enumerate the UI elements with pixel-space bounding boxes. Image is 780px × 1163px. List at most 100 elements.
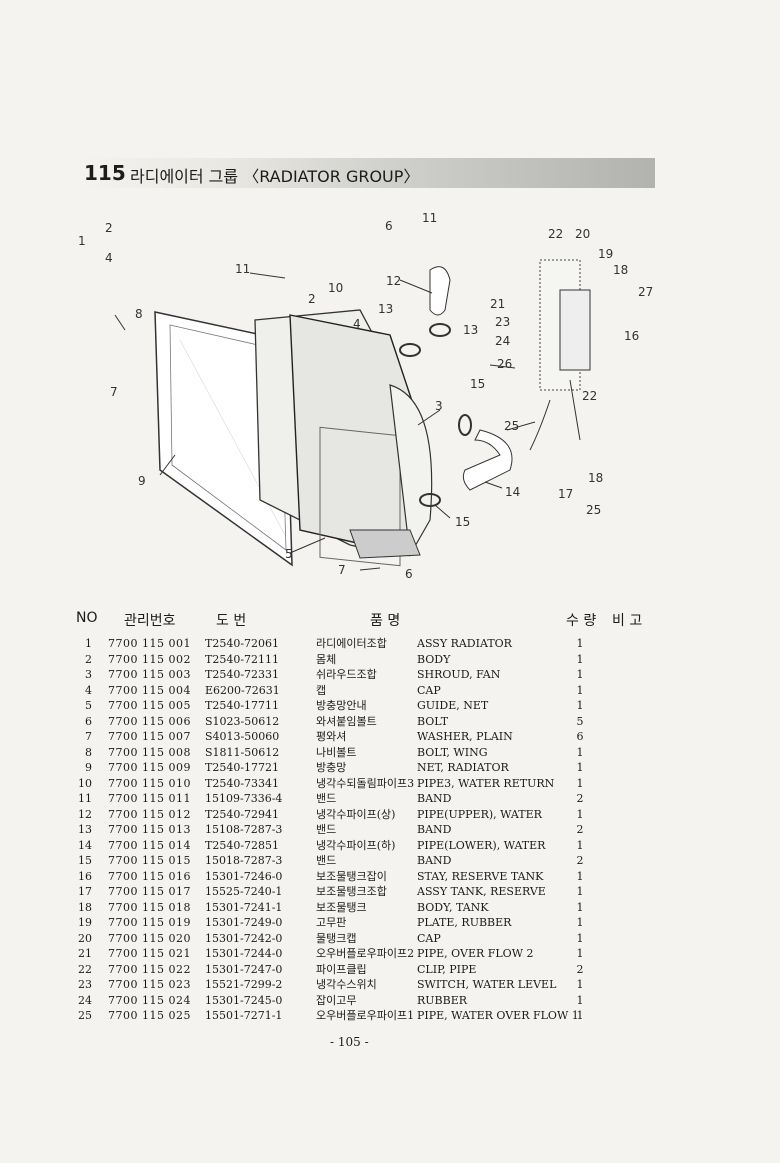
row-code: 7700 115 021 (108, 947, 191, 960)
row-part: T2540-17721 (205, 761, 280, 774)
row-name-kr: 물탱크캡 (316, 931, 357, 945)
col-header-code: 관리번호 (124, 613, 176, 629)
row-code: 7700 115 007 (108, 730, 191, 743)
row-no: 1 (85, 637, 92, 650)
row-qty: 1 (576, 807, 584, 821)
row-code: 7700 115 018 (108, 900, 191, 914)
row-part: E6200-72631 (205, 683, 280, 697)
row-name-kr: 고무판 (316, 916, 347, 929)
callout: 20 (575, 227, 590, 241)
row-name-kr: 오우버플로우파이프1 (316, 1009, 415, 1022)
callout: 7 (338, 563, 346, 577)
row-no: 10 (78, 776, 92, 790)
callout: 18 (588, 471, 603, 485)
row-no: 17 (78, 885, 92, 898)
row-no: 23 (78, 978, 92, 991)
row-part: 15018-7287-3 (205, 854, 283, 867)
row-name-kr: 라디에이터조합 (316, 637, 387, 650)
callout: 13 (463, 323, 478, 337)
row-part: T2540-73341 (205, 776, 280, 790)
row-part: 15525-7240-1 (205, 885, 283, 898)
callout: 17 (558, 487, 573, 501)
callout: 11 (422, 211, 437, 225)
callout: 6 (405, 567, 413, 581)
col-header-remarks: 비 고 (612, 613, 643, 629)
row-code: 7700 115 012 (108, 807, 191, 821)
row-name-en: PLATE, RUBBER (417, 916, 512, 929)
row-part: 15521-7299-2 (205, 978, 283, 991)
row-code: 7700 115 005 (108, 699, 191, 712)
row-no: 7 (85, 730, 92, 743)
callout: 4 (105, 251, 113, 265)
row-name-en: PIPE(LOWER), WATER (417, 838, 546, 852)
row-part: 15108-7287-3 (205, 823, 283, 836)
row-name-en: CAP (417, 683, 441, 697)
row-name-kr: 냉각수파이프(하) (316, 838, 396, 852)
row-qty: 1 (576, 931, 584, 945)
callout: 9 (138, 474, 146, 488)
row-name-kr: 보조물탱크조합 (316, 885, 387, 898)
callout: 19 (598, 247, 613, 261)
row-no: 25 (78, 1009, 92, 1022)
row-no: 6 (85, 714, 92, 728)
row-name-en: BAND (417, 854, 452, 867)
row-name-en: BODY, TANK (417, 900, 489, 914)
callout: 3 (435, 399, 443, 413)
row-name-en: SWITCH, WATER LEVEL (417, 978, 557, 991)
callout: 21 (490, 297, 505, 311)
row-code: 7700 115 006 (108, 714, 191, 728)
row-name-kr: 밴드 (316, 854, 337, 867)
row-no: 15 (78, 854, 92, 867)
row-qty: 1 (576, 838, 584, 852)
callout: 7 (110, 385, 118, 399)
callout: 13 (378, 302, 393, 316)
row-code: 7700 115 015 (108, 854, 191, 867)
row-name-en: STAY, RESERVE TANK (417, 869, 544, 883)
row-qty: 1 (576, 699, 584, 712)
title-band (80, 158, 655, 188)
row-name-en: PIPE, OVER FLOW 2 (417, 947, 534, 960)
row-code: 7700 115 002 (108, 652, 191, 666)
row-code: 7700 115 010 (108, 776, 191, 790)
row-name-en: BAND (417, 823, 452, 836)
row-part: T2540-72331 (205, 668, 280, 681)
col-header-qty: 수 량 (566, 613, 597, 629)
callout: 10 (328, 281, 343, 295)
row-name-en: BOLT, WING (417, 745, 488, 759)
row-code: 7700 115 011 (108, 792, 191, 805)
row-qty: 6 (576, 730, 584, 743)
row-qty: 1 (576, 978, 584, 991)
row-part: 15301-7245-0 (205, 993, 283, 1007)
row-name-kr: 캡 (316, 683, 327, 697)
row-qty: 1 (576, 885, 584, 898)
row-code: 7700 115 008 (108, 745, 191, 759)
row-no: 4 (85, 683, 92, 697)
col-header-no: NO (76, 610, 98, 626)
row-name-kr: 오우버플로우파이프2 (316, 947, 415, 960)
row-name-kr: 냉각수파이프(상) (316, 807, 396, 821)
row-part: T2540-72851 (205, 838, 280, 852)
row-qty: 2 (576, 962, 584, 976)
row-no: 3 (85, 668, 92, 681)
callout: 8 (135, 307, 143, 321)
row-no: 18 (78, 900, 92, 914)
row-part: T2540-72111 (205, 652, 280, 666)
row-part: 15301-7249-0 (205, 916, 283, 929)
section-title: 라디에이터 그룹 〈RADIATOR GROUP〉 (130, 167, 420, 186)
row-no: 5 (85, 699, 92, 712)
row-no: 9 (85, 761, 92, 774)
row-name-kr: 밴드 (316, 823, 337, 836)
row-part: S4013-50060 (205, 730, 280, 743)
row-code: 7700 115 003 (108, 668, 191, 681)
row-qty: 1 (576, 652, 584, 666)
row-qty: 1 (576, 745, 584, 759)
callout: 2 (308, 292, 316, 306)
row-code: 7700 115 017 (108, 885, 191, 898)
